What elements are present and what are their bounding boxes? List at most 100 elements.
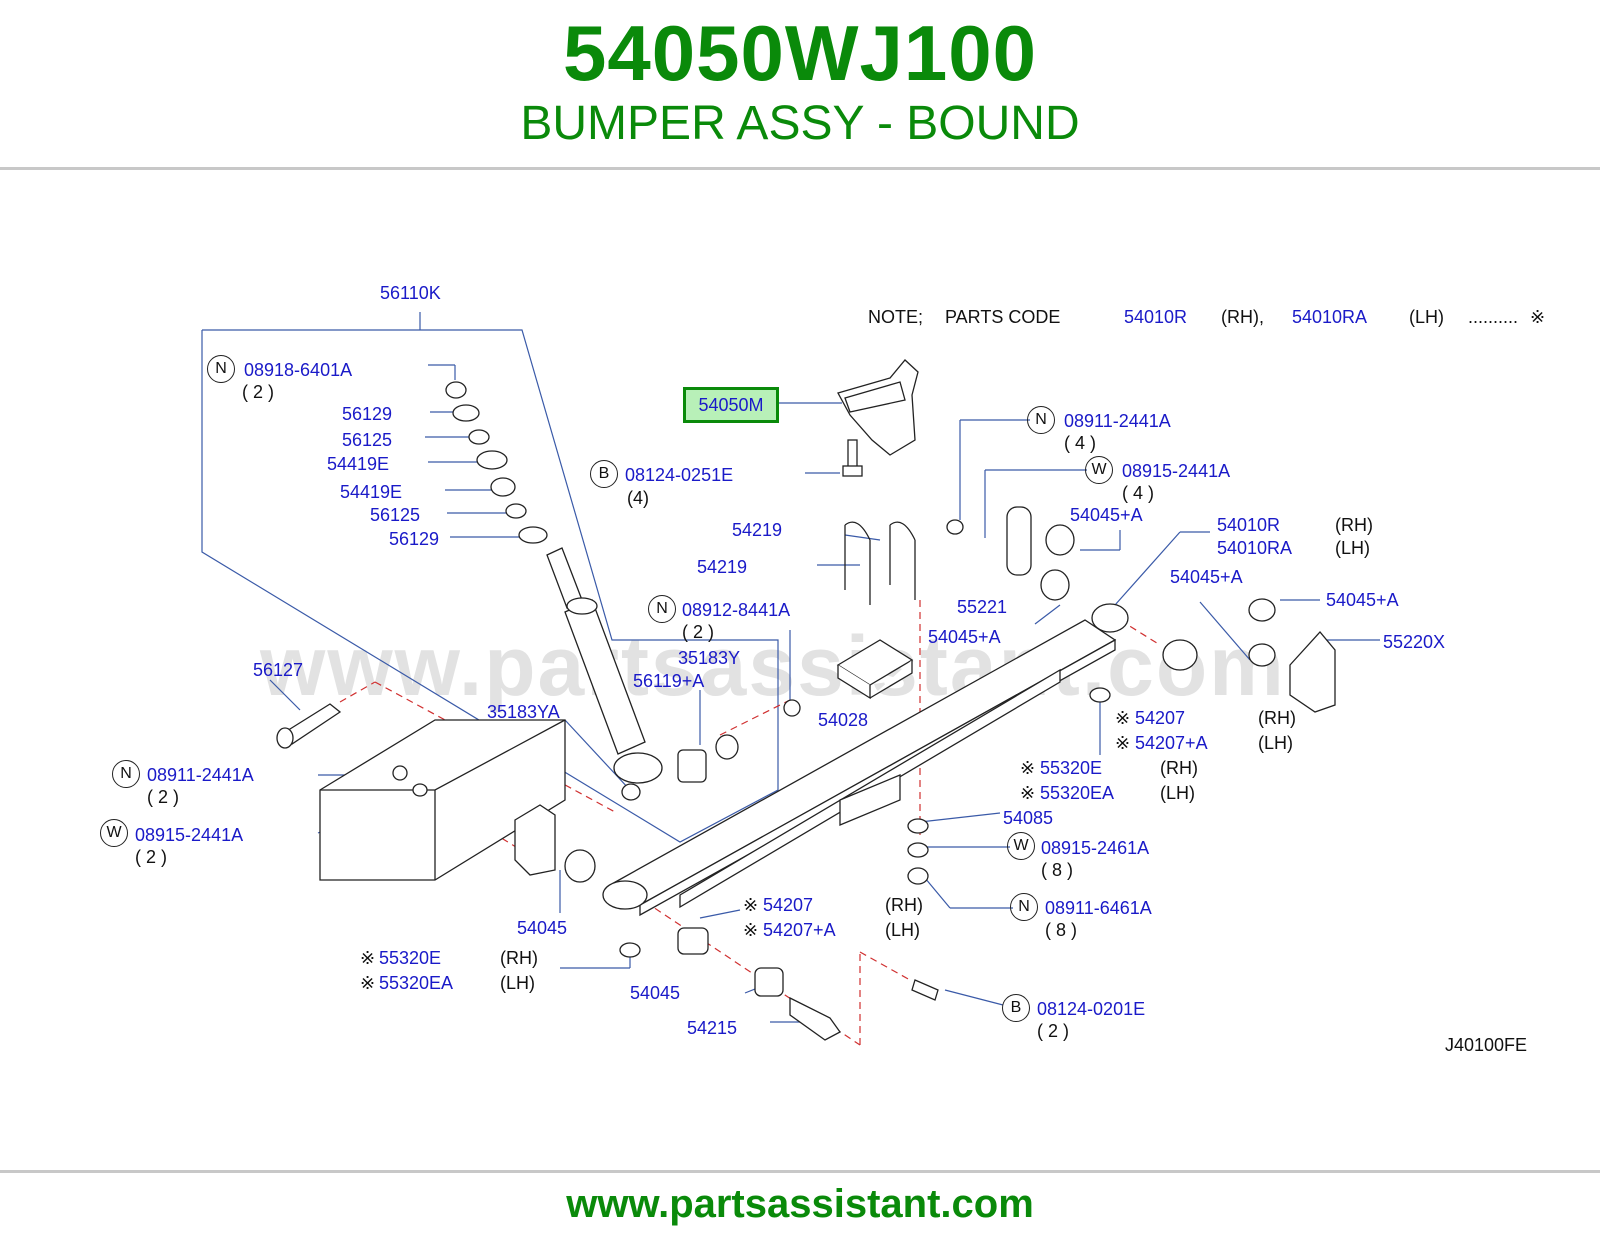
callout-54085[interactable]: 54085: [1003, 808, 1054, 828]
part-number-title: 54050WJ100: [562, 9, 1038, 97]
callout-54010r[interactable]: 54010R: [1217, 515, 1281, 535]
note-lh: (LH): [1409, 307, 1444, 327]
side-lh: (LH): [885, 920, 920, 940]
callout-08911-6461a[interactable]: 08911-6461A: [1045, 898, 1152, 918]
nut-symbol: N: [207, 355, 235, 383]
callout-54045a[interactable]: 54045+A: [928, 627, 1001, 647]
callout-54207a[interactable]: 54207+A: [1135, 733, 1208, 753]
callout-54028[interactable]: 54028: [818, 710, 869, 730]
callout-54207[interactable]: 54207: [763, 895, 814, 915]
callout-54207[interactable]: 54207: [1135, 708, 1186, 728]
callout-54207a[interactable]: 54207+A: [763, 920, 836, 940]
nut-symbol: N: [112, 760, 140, 788]
callout-54215[interactable]: 54215: [687, 1018, 738, 1038]
callout-55320ea[interactable]: 55320EA: [1040, 783, 1115, 803]
highlighted-part-54050m[interactable]: 54050M: [683, 387, 779, 423]
mark: ※: [743, 895, 759, 915]
bolt-symbol: B: [590, 460, 618, 488]
callout-35183y[interactable]: 35183Y: [678, 648, 741, 668]
note-dots: ..........: [1468, 307, 1519, 327]
qty: ( 2 ): [682, 622, 715, 642]
mark: ※: [360, 948, 376, 968]
nut-symbol: N: [1027, 406, 1055, 434]
callout-08911-2441a[interactable]: 08911-2441A: [1064, 411, 1171, 431]
nut-symbol: N: [648, 595, 676, 623]
side-rh: (RH): [500, 948, 538, 968]
callout-54010ra[interactable]: 54010RA: [1217, 538, 1293, 558]
callout-54045a[interactable]: 54045+A: [1170, 567, 1243, 587]
callout-56127[interactable]: 56127: [253, 660, 304, 680]
callout-56125[interactable]: 56125: [370, 505, 421, 525]
mark: ※: [1115, 733, 1131, 753]
side-rh: (RH): [1258, 708, 1296, 728]
nut-symbol: N: [1010, 893, 1038, 921]
washer-symbol: W: [1007, 832, 1035, 860]
part-shapes: [276, 359, 1336, 1041]
qty: ( 2 ): [1037, 1021, 1070, 1041]
callout-54045a[interactable]: 54045+A: [1326, 590, 1399, 610]
qty: (4): [627, 488, 649, 508]
qty: ( 4 ): [1064, 433, 1097, 453]
washer-symbol: W: [1085, 456, 1113, 484]
mark: ※: [1020, 783, 1036, 803]
callout-55320e[interactable]: 55320E: [379, 948, 442, 968]
callout-54419e[interactable]: 54419E: [327, 454, 390, 474]
callout-08124-0251e[interactable]: 08124-0251E: [625, 465, 734, 485]
callout-55320ea[interactable]: 55320EA: [379, 973, 454, 993]
callout-55320e[interactable]: 55320E: [1040, 758, 1103, 778]
note-prefix: NOTE;: [868, 307, 924, 327]
page-header: 54050WJ100 BUMPER ASSY - BOUND: [0, 0, 1600, 170]
callout-56119a[interactable]: 56119+A: [633, 671, 705, 691]
qty: ( 8 ): [1045, 920, 1078, 940]
bolt-symbol: B: [1002, 994, 1030, 1022]
qty: ( 2 ): [242, 382, 275, 402]
side-lh: (LH): [1160, 783, 1195, 803]
note-mark: ※: [1530, 307, 1546, 327]
callout-56129[interactable]: 56129: [342, 404, 393, 424]
note-parts-code: PARTS CODE: [945, 307, 1061, 327]
header-divider: [0, 167, 1600, 170]
callout-08912-8441a[interactable]: 08912-8441A: [682, 600, 791, 620]
side-rh: (RH): [1160, 758, 1198, 778]
diagram-code: J40100FE: [1445, 1035, 1528, 1055]
qty: ( 2 ): [135, 847, 168, 867]
callout-55221[interactable]: 55221: [957, 597, 1008, 617]
qty: ( 2 ): [147, 787, 180, 807]
callout-56125[interactable]: 56125: [342, 430, 393, 450]
callout-56110k[interactable]: 56110K: [380, 283, 441, 303]
mark: ※: [743, 920, 759, 940]
callout-08911-2441a[interactable]: 08911-2441A: [147, 765, 254, 785]
footer-divider: [0, 1170, 1600, 1173]
qty: ( 8 ): [1041, 860, 1074, 880]
callout-08124-0201e[interactable]: 08124-0201E: [1037, 999, 1146, 1019]
callout-54045[interactable]: 54045: [630, 983, 681, 1003]
mark: ※: [1020, 758, 1036, 778]
side-rh: (RH): [1335, 515, 1373, 535]
callout-54419e[interactable]: 54419E: [340, 482, 403, 502]
callout-56129[interactable]: 56129: [389, 529, 440, 549]
footer-url[interactable]: www.partsassistant.com: [566, 1182, 1034, 1226]
callout-08918-6401a[interactable]: 08918-6401A: [244, 360, 353, 380]
note-rh: (RH),: [1221, 307, 1264, 327]
washer-symbol: W: [100, 819, 128, 847]
note-code-rh[interactable]: 54010R: [1124, 307, 1188, 327]
watermark: www.partsassistant.com: [260, 619, 1286, 713]
callout-55220x[interactable]: 55220X: [1383, 632, 1446, 652]
callout-08915-2441a[interactable]: 08915-2441A: [135, 825, 244, 845]
callout-54045a[interactable]: 54045+A: [1070, 505, 1143, 525]
side-lh: (LH): [500, 973, 535, 993]
callout-08915-2441a[interactable]: 08915-2441A: [1122, 461, 1231, 481]
qty: ( 4 ): [1122, 483, 1155, 503]
callout-54219[interactable]: 54219: [732, 520, 783, 540]
note-code-lh[interactable]: 54010RA: [1292, 307, 1368, 327]
callout-54219[interactable]: 54219: [697, 557, 748, 577]
side-rh: (RH): [885, 895, 923, 915]
mark: ※: [1115, 708, 1131, 728]
callout-35183ya[interactable]: 35183YA: [487, 702, 560, 722]
callout-08915-2461a[interactable]: 08915-2461A: [1041, 838, 1150, 858]
callout-54045[interactable]: 54045: [517, 918, 568, 938]
side-lh: (LH): [1335, 538, 1370, 558]
mark: ※: [360, 973, 376, 993]
